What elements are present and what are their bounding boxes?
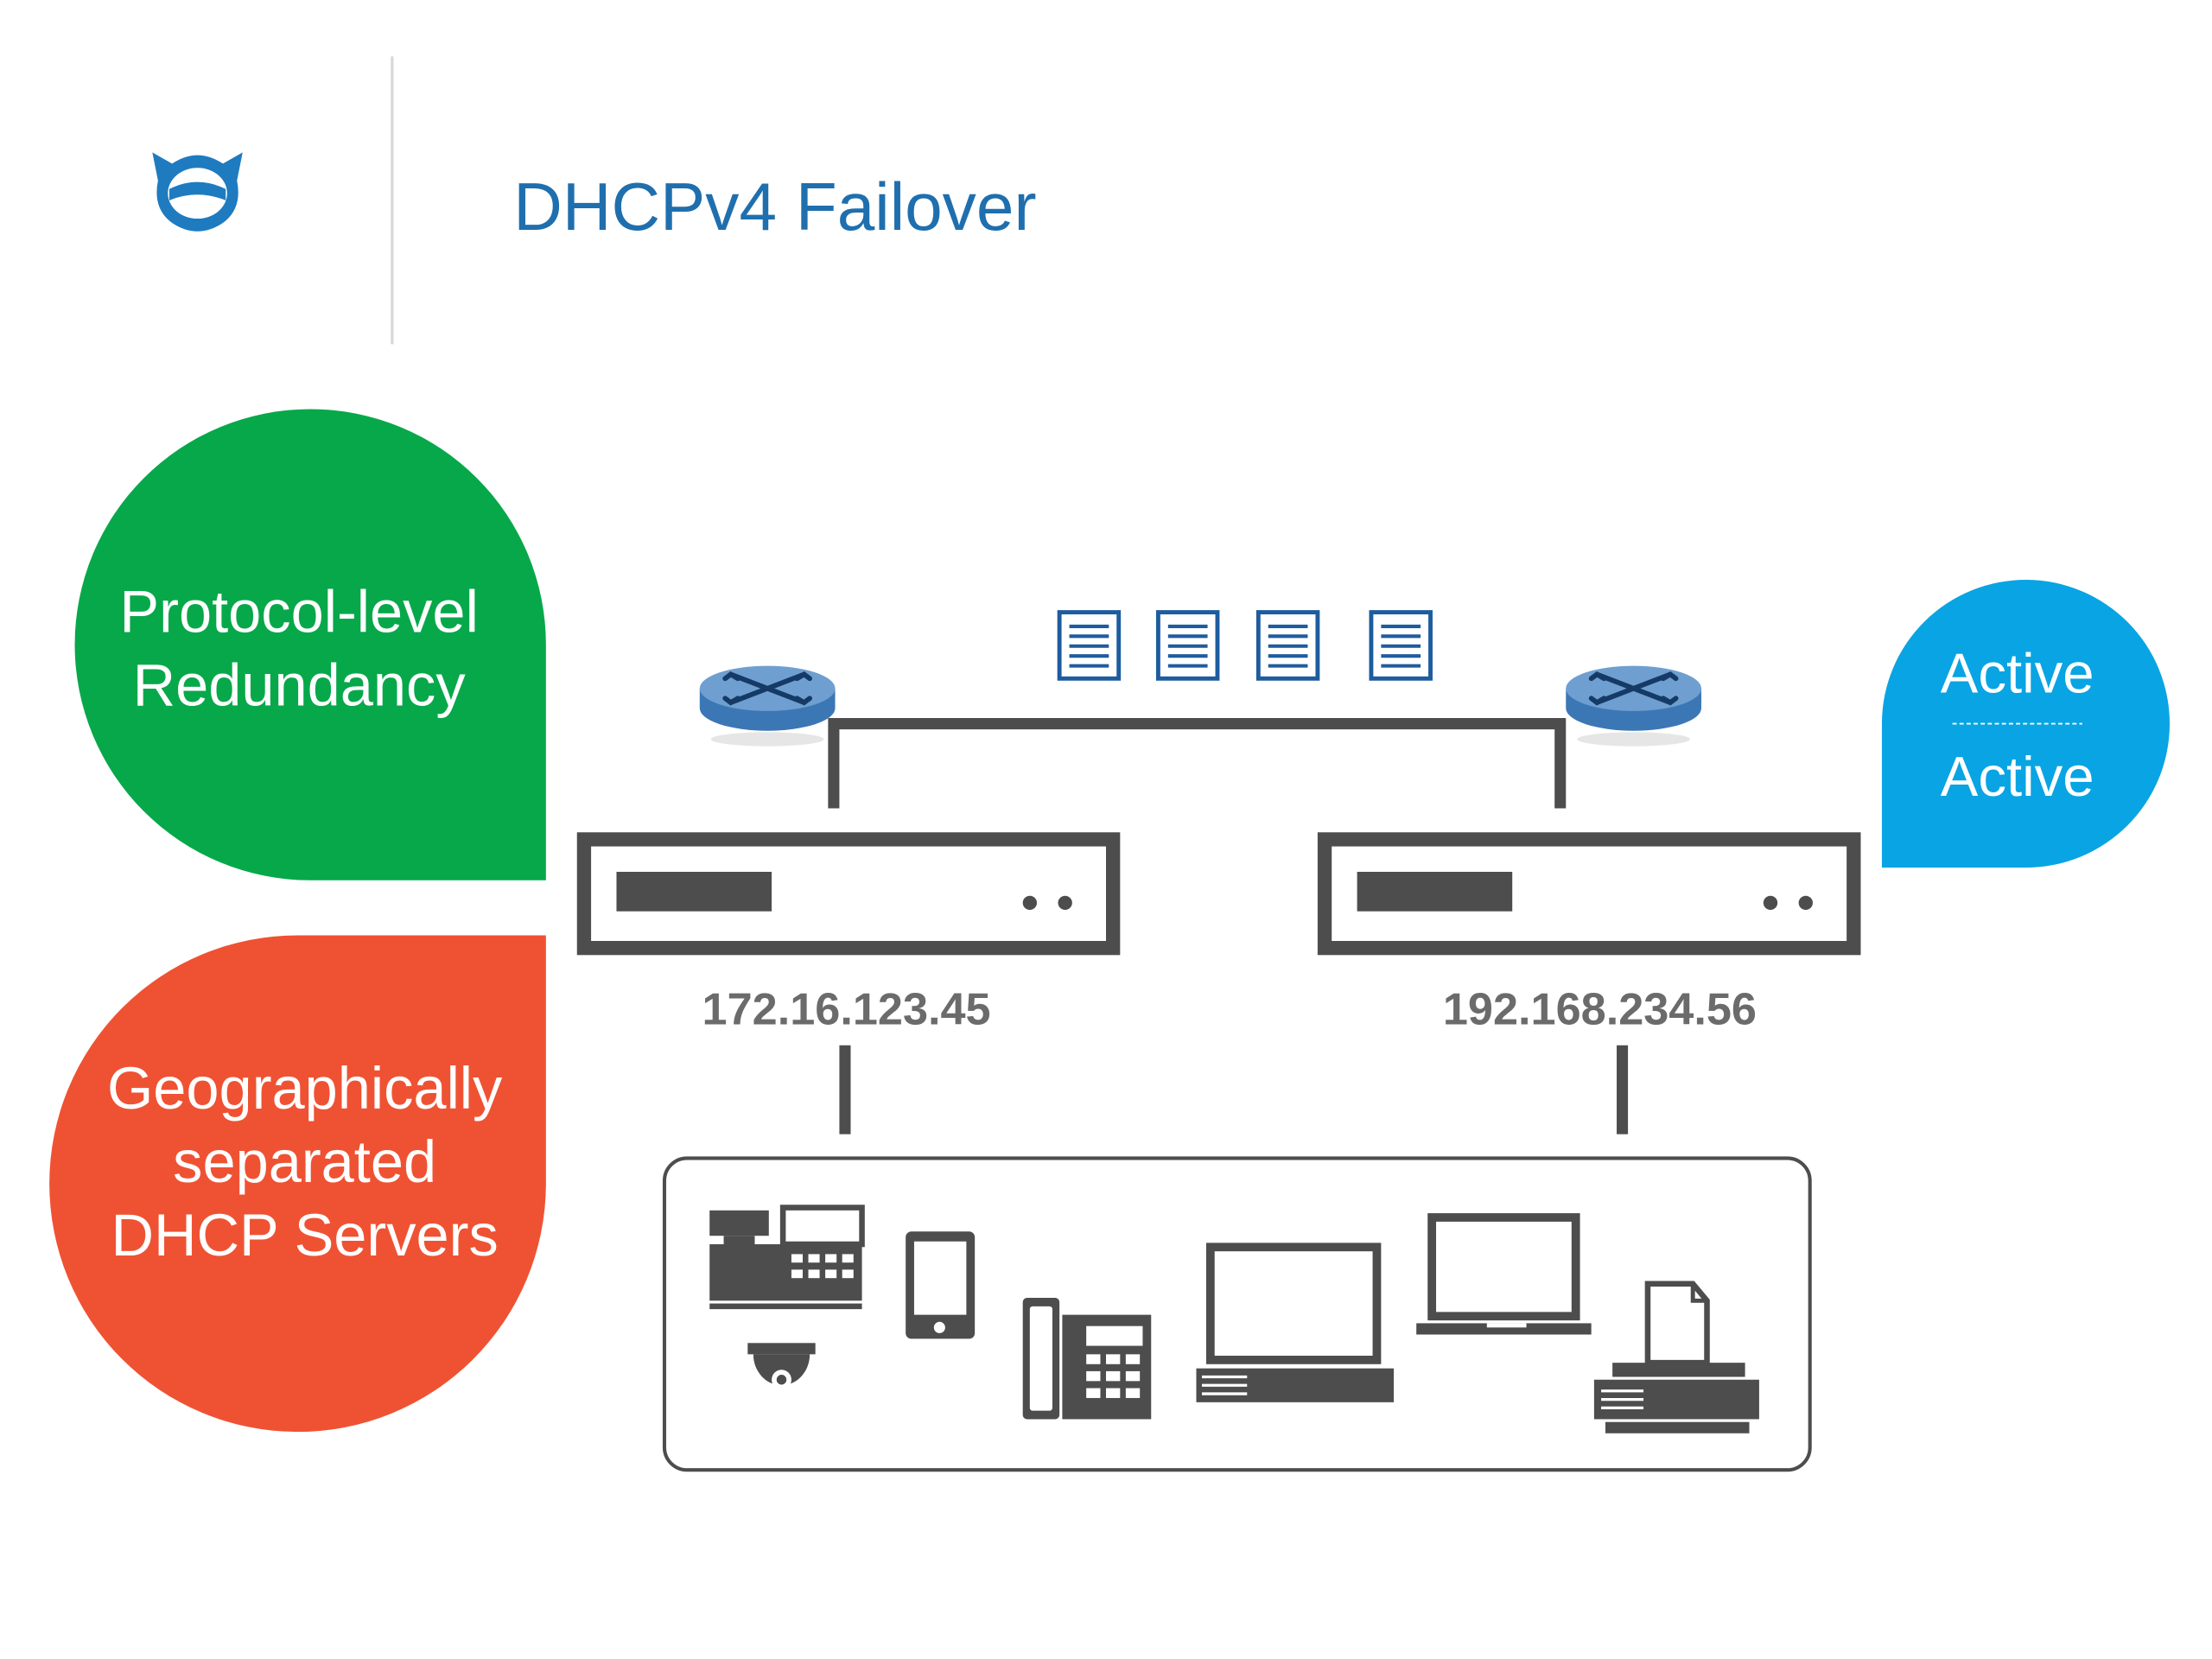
security-camera-icon	[747, 1343, 816, 1390]
router-icon	[699, 665, 836, 747]
geo-bubble-line-2: separated	[173, 1128, 436, 1195]
mode-bottom-label: Active	[1941, 745, 2094, 808]
left-server-ip: 172.16.123.45	[702, 984, 991, 1034]
router-icon	[1566, 665, 1701, 747]
geo-bubble-line-3: DHCP Servers	[111, 1202, 498, 1268]
server-left	[576, 832, 1121, 956]
desk-phone-icon	[1022, 1298, 1152, 1420]
right-server-ip: 192.168.234.56	[1443, 984, 1757, 1034]
page-title: DHCPv4 Failover	[513, 168, 1036, 245]
smartphone-icon	[906, 1231, 976, 1339]
server-right	[1317, 832, 1861, 956]
protocol-bubble: Protocol-level Redundancy	[74, 409, 546, 880]
mode-top-label: Active	[1941, 642, 2094, 705]
geo-bubble-line-1: Geographically	[107, 1055, 503, 1122]
document-icon	[1057, 610, 1122, 681]
document-icon	[1255, 610, 1320, 681]
document-icon	[1369, 610, 1433, 681]
geo-bubble: Geographically separated DHCP Servers	[49, 935, 546, 1433]
server-link	[828, 718, 1567, 809]
logo	[152, 152, 243, 232]
document-icon	[1155, 610, 1220, 681]
mode-bubble: Active Active	[1881, 580, 2171, 868]
pos-terminal-icon	[709, 1205, 865, 1310]
protocol-bubble-line-2: Redundancy	[133, 652, 467, 718]
protocol-bubble-line-1: Protocol-level	[119, 578, 478, 645]
laptop-icon	[1416, 1213, 1592, 1335]
printer-icon	[1593, 1281, 1759, 1433]
desktop-computer-icon	[1196, 1243, 1395, 1402]
cat-mask-logo-icon	[152, 152, 243, 232]
